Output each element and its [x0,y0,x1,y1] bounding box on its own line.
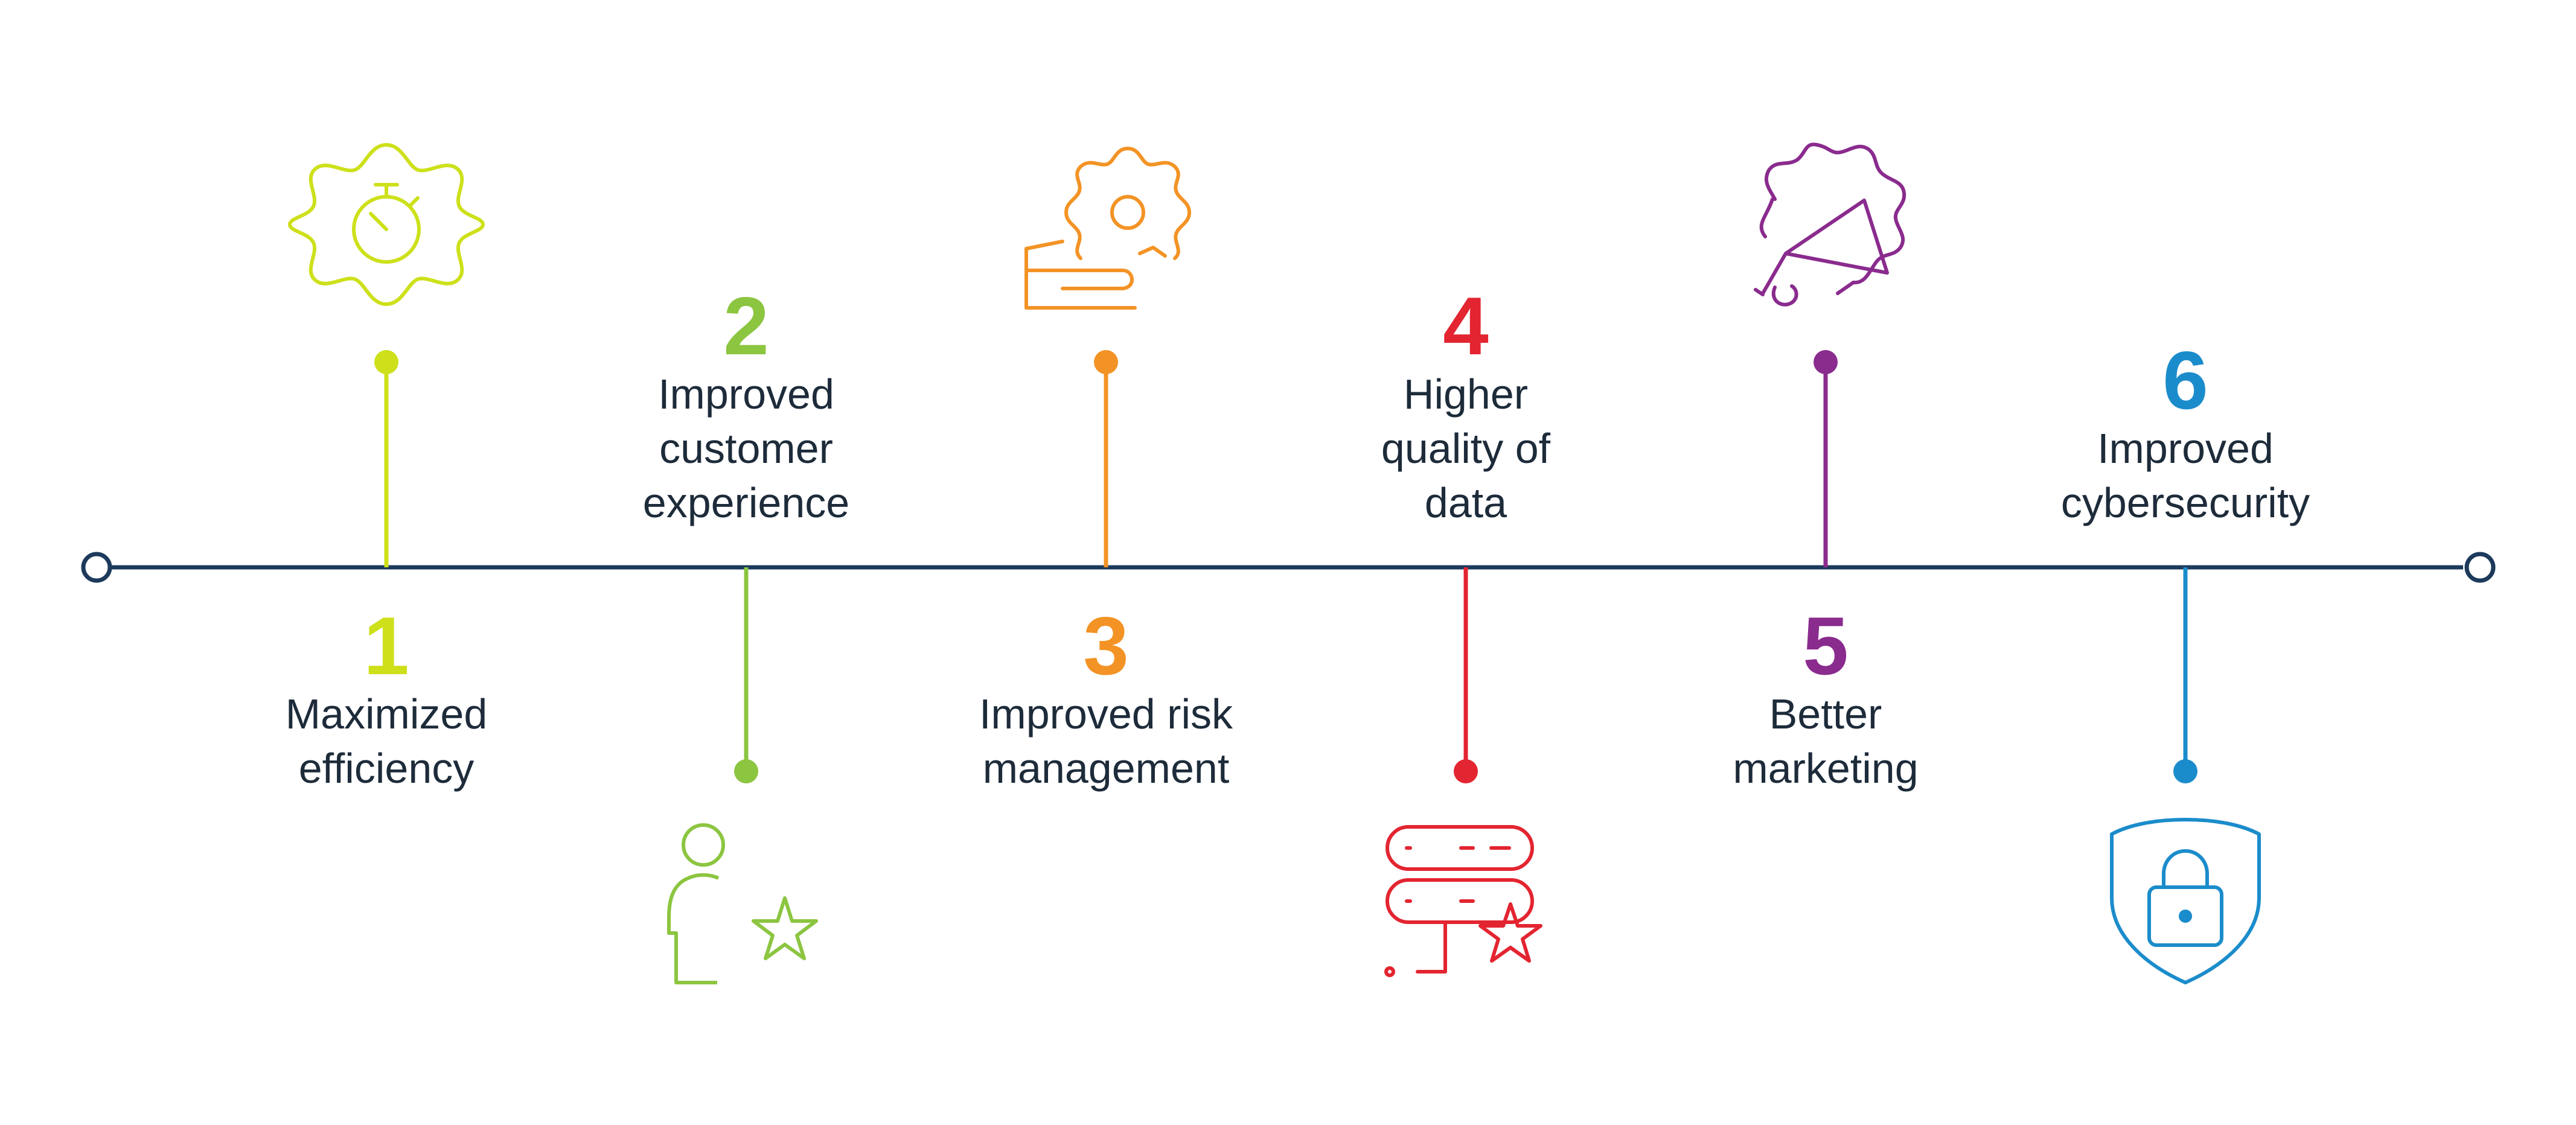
step-4-connector [1454,567,1478,783]
step-6-connector [2173,567,2197,783]
server-star-icon [1384,825,1542,977]
shield-lock-icon [2110,818,2261,984]
step-2-number: 2 [723,280,769,372]
step-1-label: Maximized efficiency [175,687,598,795]
step-6-label: Improved cybersecurity [1974,421,2397,530]
step-2-label-line: Improved [658,371,834,418]
step-2-label: Improved customer experience [535,367,957,530]
step-5-label-line: Better [1769,690,1882,738]
step-6-label-line: Improved [2097,425,2274,472]
step-5-label: Better marketing [1614,687,2037,795]
step-6-label-line: cybersecurity [2060,479,2310,526]
step-3-number: 3 [1083,600,1129,692]
step-4-label-line: data [1424,479,1507,526]
step-4-number: 4 [1443,280,1489,372]
step-2-label-line: experience [642,479,850,526]
step-4-label-line: quality of [1381,425,1551,472]
person-star-icon [667,823,818,984]
step-5-label-line: marketing [1733,745,1919,792]
step-3-label-line: management [982,745,1230,792]
step-4-label: Higher quality of data [1254,367,1677,530]
step-2-label-line: customer [659,425,833,472]
timeline-start-cap [81,552,112,583]
step-1-label-line: Maximized [285,690,488,738]
step-3-connector [1094,350,1118,567]
stopwatch-gear-icon [288,143,485,306]
step-3-label-line: Improved risk [979,690,1233,738]
step-3-label: Improved risk management [895,687,1317,795]
step-1-label-line: efficiency [298,745,475,792]
step-5-number: 5 [1803,600,1849,692]
megaphone-badge-icon [1754,142,1906,307]
step-5-connector [1814,350,1838,567]
step-1-number: 1 [363,600,409,692]
step-6-number: 6 [2162,334,2208,426]
hand-gear-icon [1024,147,1191,310]
step-4-label-line: Higher [1403,371,1529,418]
step-2-connector [734,567,758,783]
timeline-end-cap [2464,552,2496,583]
step-1-connector [374,350,398,567]
